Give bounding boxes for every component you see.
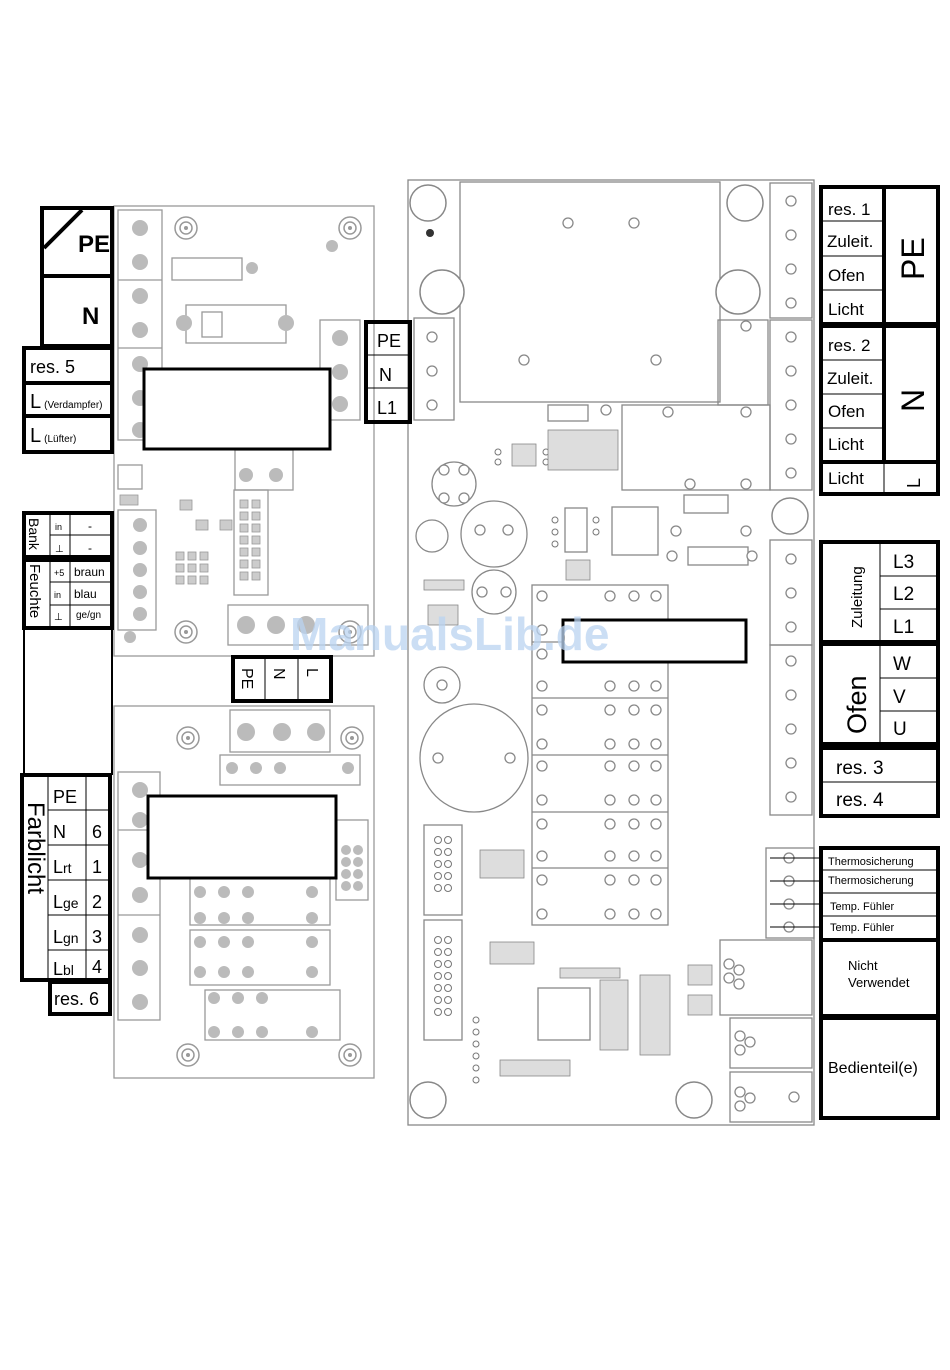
label-bank: Bank [26,518,42,551]
bank-pin-1: ⊥ [55,544,64,555]
n-row-2: Ofen [828,402,865,421]
label-box-1 [142,367,332,451]
mount-hole [340,726,364,750]
label-box-3 [561,618,748,664]
farb-name-4: L [53,927,63,947]
label-res5: res. 5 [30,357,75,377]
feuchte-pin-0: +5 [54,568,64,578]
pe-row-2: Ofen [828,266,865,285]
mount-hole [176,726,200,750]
bank-wire-0: - [88,519,92,533]
label-l-luefter: L [30,425,41,447]
licht-l-label: L [904,478,924,488]
n-row-0: res. 2 [828,336,871,355]
label-ofen: Ofen [842,675,872,734]
mount-hole [338,1043,362,1067]
board-bottom-left [113,705,375,1079]
label-luefter-note: (Lüfter) [44,434,76,445]
nicht-verwendet-0: Nicht [848,958,878,973]
mid-pe: PE [377,331,401,351]
bot-n: N [270,668,287,680]
farb-num-5: 4 [92,957,102,977]
feuchte-pin-1: in [54,590,61,600]
sensor-2: Temp. Fühler [830,901,895,913]
label-l-verdampfer: L [30,391,41,413]
farb-name-1: N [53,822,66,842]
bank-pin-0: in [55,522,62,532]
label-verdampfer-note: (Verdampfer) [44,400,102,411]
label-feuchte: Feuchte [26,564,43,618]
feuchte-wire-0: braun [74,565,105,579]
bot-pe: PE [238,668,255,689]
farb-num-1: 6 [92,822,102,842]
label-box-2 [146,794,338,880]
zul-row-1: L2 [893,584,914,605]
mount-hole [174,620,198,644]
svg-text:L(Lüfter): L(Lüfter) [30,425,76,447]
zul-row-2: L1 [893,617,914,638]
svg-text:Lrt: Lrt [53,857,72,877]
farb-num-4: 3 [92,927,102,947]
left-terminal-frames [20,206,114,1016]
sensor-3: Temp. Fühler [830,922,895,934]
nicht-verwendet-1: Verwendet [848,975,910,990]
sensor-1: Thermosicherung [828,875,914,887]
ofen-row-1: V [893,687,906,708]
zul-row-0: L3 [893,552,914,573]
farb-sub-3: ge [63,895,79,911]
label-n-right: N [895,389,931,412]
label-res4: res. 4 [836,790,884,811]
n-row-1: Zuleit. [827,369,873,388]
licht-l-row: Licht [828,469,864,488]
farb-name-3: L [53,892,63,912]
mount-hole [338,216,362,240]
sensor-0: Thermosicherung [828,856,914,868]
label-res3: res. 3 [836,758,884,779]
feuchte-pin-2: ⊥ [54,612,63,623]
farb-name-0: PE [53,787,77,807]
svg-text:L(Verdampfer): L(Verdampfer) [30,391,102,413]
label-res6: res. 6 [54,989,99,1009]
farb-sub-2: rt [63,860,72,876]
mount-hole [174,216,198,240]
mid-l1: L1 [377,398,397,418]
farb-name-2: L [53,857,63,877]
n-row-3: Licht [828,435,864,454]
feuchte-wire-1: blau [74,587,97,601]
mount-hole [176,1043,200,1067]
watermark: ManualsLib.de [290,608,609,660]
mid-n: N [379,365,392,385]
svg-text:Lgn: Lgn [53,927,79,947]
farb-sub-5: bl [63,962,74,978]
label-pe-left: PE [78,231,110,258]
label-zuleitung: Zuleitung [849,566,866,628]
farb-num-3: 2 [92,892,102,912]
label-pe-right: PE [895,237,931,280]
feuchte-wire-2: ge/gn [76,610,101,621]
pe-row-1: Zuleit. [827,232,873,251]
pe-row-0: res. 1 [828,200,871,219]
ofen-row-2: U [893,719,907,740]
farb-name-5: L [53,959,63,979]
pe-row-3: Licht [828,300,864,319]
svg-text:Lbl: Lbl [53,959,74,979]
bank-wire-1: - [88,541,92,555]
middle-terminal-frames [231,320,412,703]
ofen-row-0: W [893,654,911,675]
svg-text:Lge: Lge [53,892,79,912]
farb-num-2: 1 [92,857,102,877]
label-n-left: N [82,303,99,330]
bot-l: L [303,668,320,677]
label-bedienteil: Bedienteil(e) [828,1060,918,1077]
label-farblicht: Farblicht [22,802,49,894]
farb-sub-4: gn [63,930,79,946]
